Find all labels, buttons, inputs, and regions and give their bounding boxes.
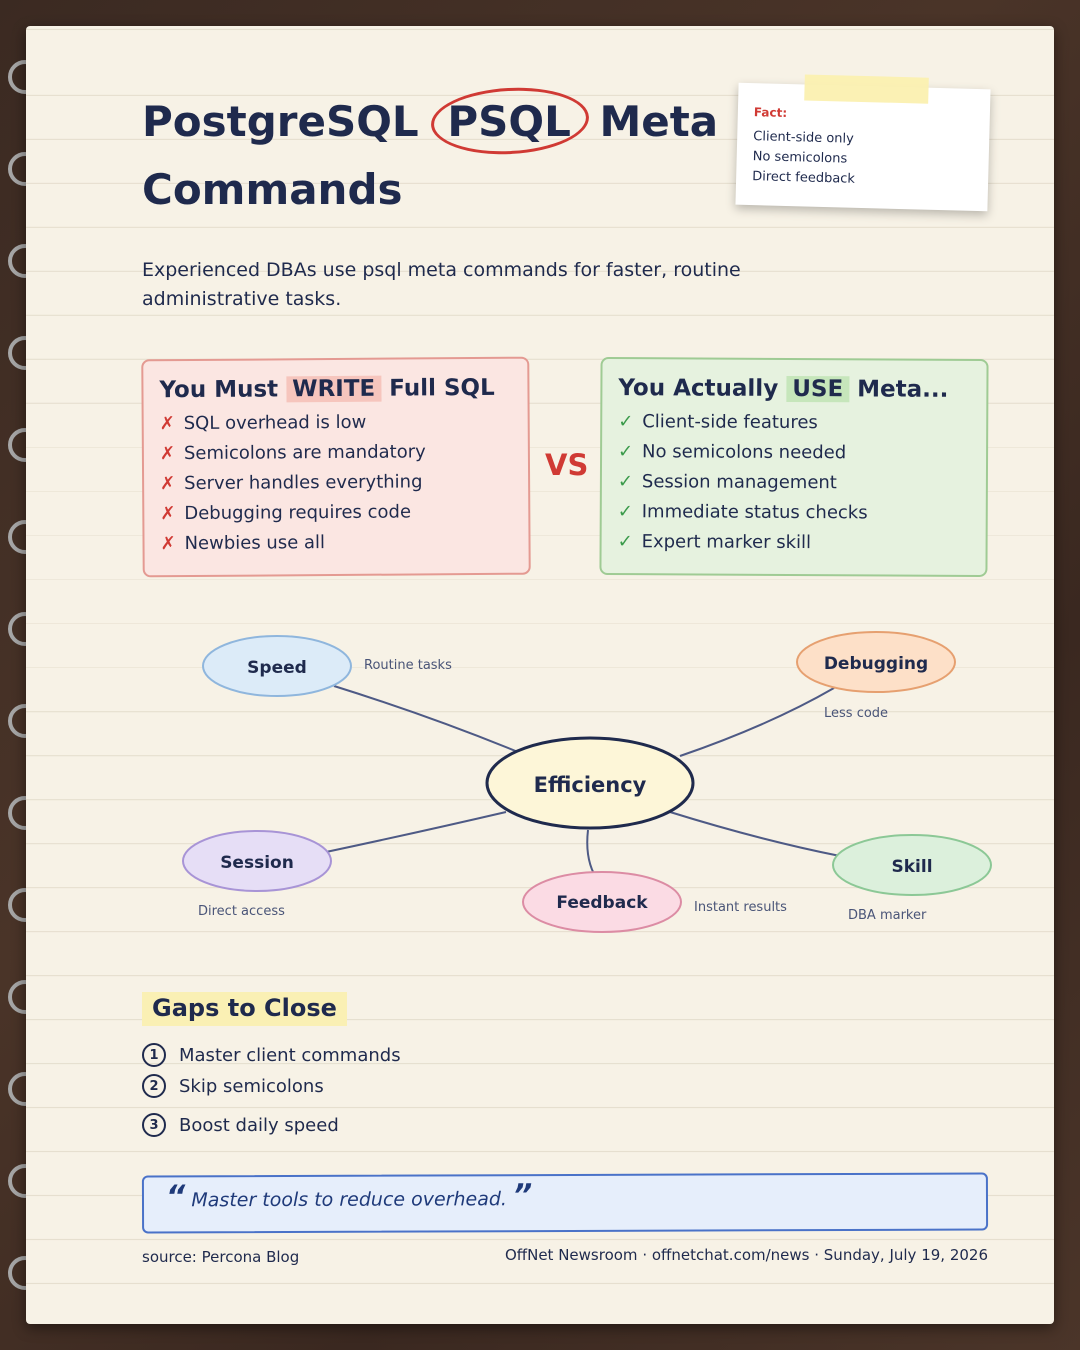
node-debugging-label: Debugging — [824, 654, 928, 674]
edge-speed — [333, 685, 519, 753]
node-session-label: Session — [220, 853, 294, 873]
edge-debugging — [679, 687, 835, 757]
close-quote-icon: ” — [512, 1178, 533, 1214]
number-badge: 1 — [142, 1043, 166, 1067]
number-badge: 3 — [142, 1113, 166, 1137]
quote-box: “ Master tools to reduce overhead. ” — [141, 1172, 989, 1234]
node-speed-note: Routine tasks — [364, 658, 452, 673]
vs-label: VS — [545, 448, 589, 482]
node-skill-note: DBA marker — [848, 908, 927, 923]
page-title: PostgreSQL PSQL Meta Commands — [142, 88, 722, 224]
quote-text: Master tools to reduce overhead. — [191, 1188, 507, 1212]
node-feedback-shape — [522, 871, 682, 933]
node-debugging-shape — [796, 631, 956, 693]
edge-feedback — [586, 829, 595, 875]
node-session-note: Direct access — [198, 904, 285, 919]
mind-map-edges — [325, 685, 841, 875]
title-line2: Commands — [142, 165, 403, 214]
title-circled-word: PSQL — [433, 88, 585, 156]
edge-session — [325, 811, 507, 853]
mind-map-node-feedback: Feedback Instant results — [522, 871, 787, 933]
node-feedback-note: Instant results — [694, 900, 787, 915]
node-debugging-note: Less code — [824, 706, 888, 721]
title-part1: PostgreSQL — [142, 97, 419, 146]
node-speed-shape — [202, 635, 352, 697]
node-skill-shape — [832, 834, 992, 896]
mind-map-node-debugging: Debugging Less code — [796, 631, 956, 721]
title-part2: Meta — [599, 97, 719, 146]
node-speed-label: Speed — [247, 658, 307, 678]
gap-item: 2 Skip semicolons — [142, 1074, 324, 1098]
open-quote-icon: “ — [165, 1179, 186, 1215]
center-node-label: Efficiency — [534, 773, 647, 797]
node-session-shape — [182, 830, 332, 892]
center-node-shape — [485, 736, 695, 830]
node-skill-label: Skill — [891, 857, 932, 877]
source-credit: source: Percona Blog — [142, 1248, 300, 1266]
gap-text: Boost daily speed — [179, 1114, 339, 1136]
gap-text: Master client commands — [179, 1044, 401, 1066]
gap-text: Skip semicolons — [179, 1075, 324, 1097]
gap-item: 1 Master client commands — [142, 1043, 401, 1067]
node-feedback-label: Feedback — [556, 893, 648, 913]
edge-skill — [669, 811, 841, 857]
mind-map-node-skill: Skill DBA marker — [832, 834, 992, 923]
number-badge: 2 — [142, 1074, 166, 1098]
mind-map-node-session: Session Direct access — [182, 830, 332, 919]
mind-map-center: Efficiency — [485, 736, 695, 830]
mind-map-node-speed: Speed Routine tasks — [202, 635, 452, 697]
gaps-heading: Gaps to Close — [142, 992, 347, 1026]
publisher-credit: OffNet Newsroom · offnetchat.com/news · … — [504, 1246, 988, 1264]
intro-text: Experienced DBAs use psql meta commands … — [142, 259, 741, 310]
gap-item: 3 Boost daily speed — [142, 1113, 339, 1137]
